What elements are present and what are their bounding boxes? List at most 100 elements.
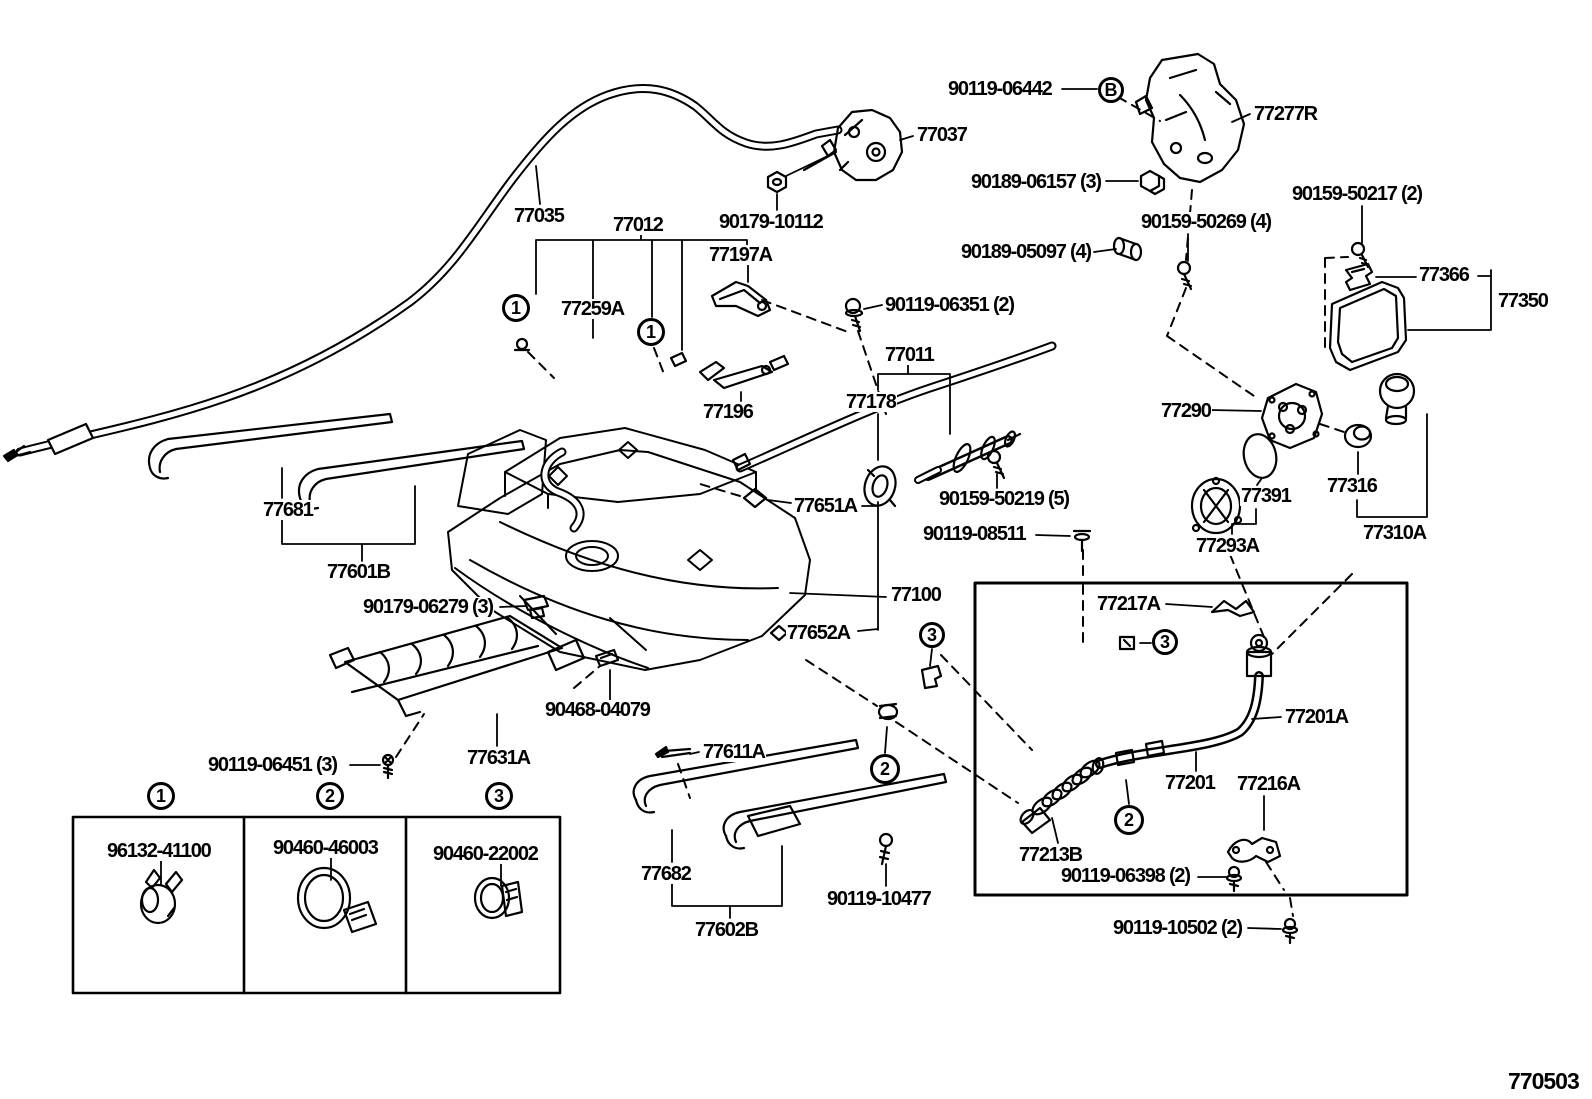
clip-out-3 bbox=[920, 664, 943, 690]
part-label-77259A: 77259A bbox=[560, 298, 625, 320]
bolt-90119-10502 bbox=[1281, 917, 1299, 945]
part-label-77213B: 77213B bbox=[1018, 844, 1083, 866]
pad-77652A bbox=[769, 624, 789, 642]
legend-clamp-90460-46003 bbox=[296, 866, 378, 934]
part-label-77682: 77682 bbox=[640, 863, 692, 885]
part-label-90460-22002: 90460-22002 bbox=[432, 843, 539, 865]
part-label-90189-05097-4: 90189-05097 (4) bbox=[960, 241, 1092, 263]
detail-box-outline bbox=[973, 581, 1409, 897]
part-label-77350: 77350 bbox=[1497, 290, 1549, 312]
bolt-90159-50219 bbox=[986, 449, 1006, 480]
part-label-77652A: 77652A bbox=[786, 622, 851, 644]
breather-pipe-77011 bbox=[914, 430, 1022, 484]
part-label-77316: 77316 bbox=[1326, 475, 1378, 497]
part-label-77310A: 77310A bbox=[1362, 522, 1427, 544]
part-label-77178: 77178 bbox=[845, 391, 897, 413]
part-label-90179-06279-3: 90179-06279 (3) bbox=[362, 596, 494, 618]
part-label-90189-06157-3: 90189-06157 (3) bbox=[970, 171, 1102, 193]
lock-assembly-77037 bbox=[802, 108, 904, 182]
screw-90119-10477 bbox=[878, 832, 894, 866]
clamp-77196 bbox=[698, 354, 790, 390]
breather-hose-77012 bbox=[731, 341, 1057, 473]
circled-marker-1: 1 bbox=[147, 782, 175, 810]
part-label-77631A: 77631A bbox=[466, 747, 531, 769]
diagram-code: 770503 bbox=[1508, 1068, 1580, 1095]
screw-90159-50269 bbox=[1176, 260, 1193, 291]
nut-90189-06157 bbox=[1139, 169, 1166, 196]
rod-77611A bbox=[654, 745, 692, 759]
circled-marker-1: 1 bbox=[637, 318, 665, 346]
tank-straps-77682 bbox=[632, 738, 948, 850]
part-label-90119-08511: 90119-08511 bbox=[922, 523, 1027, 545]
heat-shield-77631A bbox=[328, 614, 586, 718]
part-label-90119-10502-2: 90119-10502 (2) bbox=[1112, 917, 1243, 939]
part-label-77290: 77290 bbox=[1160, 400, 1212, 422]
part-label-77012: 77012 bbox=[612, 214, 664, 236]
bolt-90119-06351 bbox=[844, 297, 864, 333]
gasket-77391 bbox=[1242, 433, 1278, 479]
tank-straps-77681 bbox=[147, 412, 526, 510]
filler-cap-77310A bbox=[1378, 372, 1416, 426]
nut-90179-10112 bbox=[766, 170, 788, 194]
fuel-tank-77100 bbox=[447, 427, 811, 671]
part-label-96132-41100: 96132-41100 bbox=[106, 840, 212, 862]
fuel-filler-lid-77350 bbox=[1328, 280, 1408, 372]
screw-90159-50217 bbox=[1350, 241, 1370, 269]
bolt-90119-08511 bbox=[1072, 529, 1092, 553]
legend-clamp-96132-41100 bbox=[139, 868, 184, 925]
part-label-77391: 77391 bbox=[1240, 485, 1292, 507]
part-label-77011: 77011 bbox=[884, 344, 935, 366]
grommet-cap bbox=[513, 337, 531, 352]
bolt-90119-06398 bbox=[1225, 865, 1243, 893]
filler-opening-box-77290 bbox=[1260, 382, 1324, 450]
retainer-77293A bbox=[1190, 476, 1243, 535]
part-label-77293A: 77293A bbox=[1195, 535, 1260, 557]
screw-90119-06451 bbox=[381, 753, 395, 780]
part-label-90159-50217-2: 90159-50217 (2) bbox=[1291, 183, 1423, 205]
filler-pipe-77201A bbox=[1091, 633, 1273, 775]
part-label-77277R: 77277R bbox=[1253, 103, 1318, 125]
circled-marker-2: 2 bbox=[1114, 805, 1144, 835]
circled-marker-3: 3 bbox=[485, 782, 513, 810]
bracket-77216A bbox=[1226, 836, 1282, 864]
hose-77259A bbox=[540, 447, 585, 533]
part-label-77196: 77196 bbox=[702, 401, 754, 423]
part-label-90119-06351-2: 90119-06351 (2) bbox=[884, 294, 1015, 316]
part-label-77217A: 77217A bbox=[1096, 593, 1161, 615]
part-label-90159-50269-4: 90159-50269 (4) bbox=[1140, 211, 1272, 233]
clip-77366 bbox=[1344, 262, 1374, 292]
part-label-77201A: 77201A bbox=[1284, 706, 1349, 728]
pad-77651A bbox=[742, 487, 768, 509]
part-label-90119-06451-3: 90119-06451 (3) bbox=[207, 754, 338, 776]
part-label-77201: 77201 bbox=[1164, 772, 1216, 794]
part-label-77037: 77037 bbox=[916, 124, 968, 146]
part-label-77366: 77366 bbox=[1418, 264, 1470, 286]
clip-out-2 bbox=[877, 702, 899, 721]
part-label-77035: 77035 bbox=[513, 205, 565, 227]
circled-marker-2: 2 bbox=[316, 782, 344, 810]
circled-marker-B: B bbox=[1098, 77, 1124, 103]
part-label-77197A: 77197A bbox=[708, 244, 773, 266]
legend-box bbox=[71, 815, 562, 995]
circled-marker-3: 3 bbox=[919, 622, 945, 648]
part-label-77601B: 77601B bbox=[326, 561, 391, 583]
part-label-90460-46003: 90460-46003 bbox=[272, 837, 379, 859]
part-label-77100: 77100 bbox=[890, 584, 942, 606]
part-label-77681: 77681 bbox=[262, 499, 314, 521]
part-label-77602B: 77602B bbox=[694, 919, 759, 941]
part-label-77651A: 77651A bbox=[793, 495, 858, 517]
fuel-lid-shield-77277R bbox=[1134, 52, 1246, 184]
part-label-77216A: 77216A bbox=[1236, 773, 1301, 795]
clip-90179-06279 bbox=[522, 594, 550, 620]
clip-90468-04079 bbox=[594, 648, 620, 668]
circled-marker-2: 2 bbox=[870, 754, 900, 784]
legend-clamp-90460-22002 bbox=[473, 876, 524, 920]
small-nut bbox=[669, 351, 688, 368]
part-label-90159-50219-5: 90159-50219 (5) bbox=[938, 488, 1070, 510]
gasket-77178 bbox=[863, 465, 897, 508]
clip-77217A bbox=[1210, 599, 1256, 618]
release-cable-77035 bbox=[2, 84, 843, 463]
protector-77197A bbox=[710, 280, 772, 318]
